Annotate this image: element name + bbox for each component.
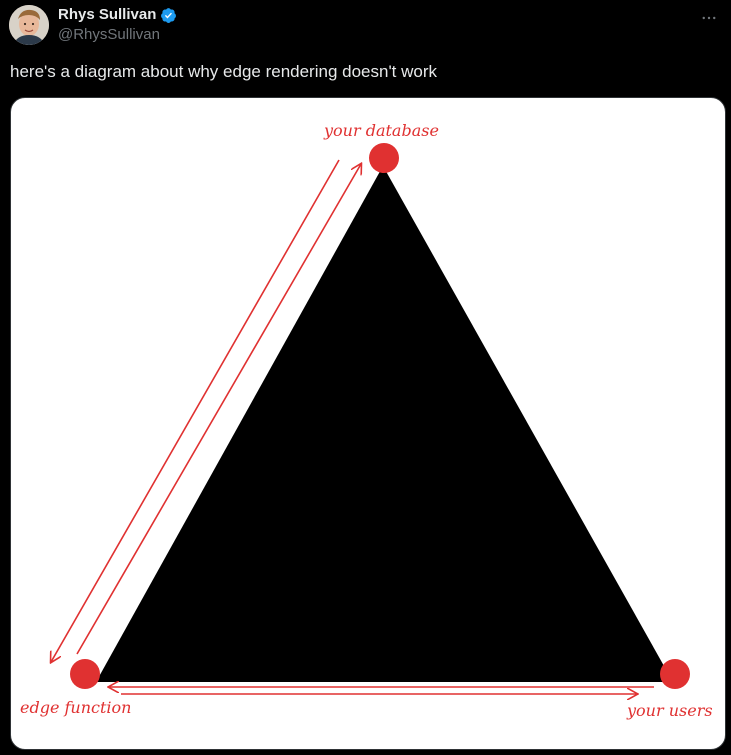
verified-badge-icon xyxy=(160,7,177,24)
arrow-edge-to-db xyxy=(76,164,361,655)
avatar[interactable] xyxy=(9,5,49,45)
label-database: your database xyxy=(323,121,439,140)
triangle-shape xyxy=(96,166,673,682)
tweet-text: here's a diagram about why edge renderin… xyxy=(10,62,438,81)
users-node xyxy=(660,659,690,689)
edge-function-node xyxy=(70,659,100,689)
label-edge-function: edge function xyxy=(20,698,131,717)
database-node xyxy=(369,143,399,173)
handle[interactable]: @RhysSullivan xyxy=(58,26,160,43)
edge-rendering-diagram: your database edge function your users xyxy=(20,121,713,720)
tweet-header: Rhys Sullivan @RhysSullivan xyxy=(58,6,177,44)
name-row: Rhys Sullivan xyxy=(58,6,177,24)
display-name[interactable]: Rhys Sullivan xyxy=(58,6,157,23)
more-button[interactable] xyxy=(695,4,723,32)
arrow-db-to-edge xyxy=(51,159,340,662)
tweet-media-image[interactable]: your database edge function your users xyxy=(10,97,726,750)
more-horizontal-icon xyxy=(702,16,716,20)
label-users: your users xyxy=(626,701,713,720)
